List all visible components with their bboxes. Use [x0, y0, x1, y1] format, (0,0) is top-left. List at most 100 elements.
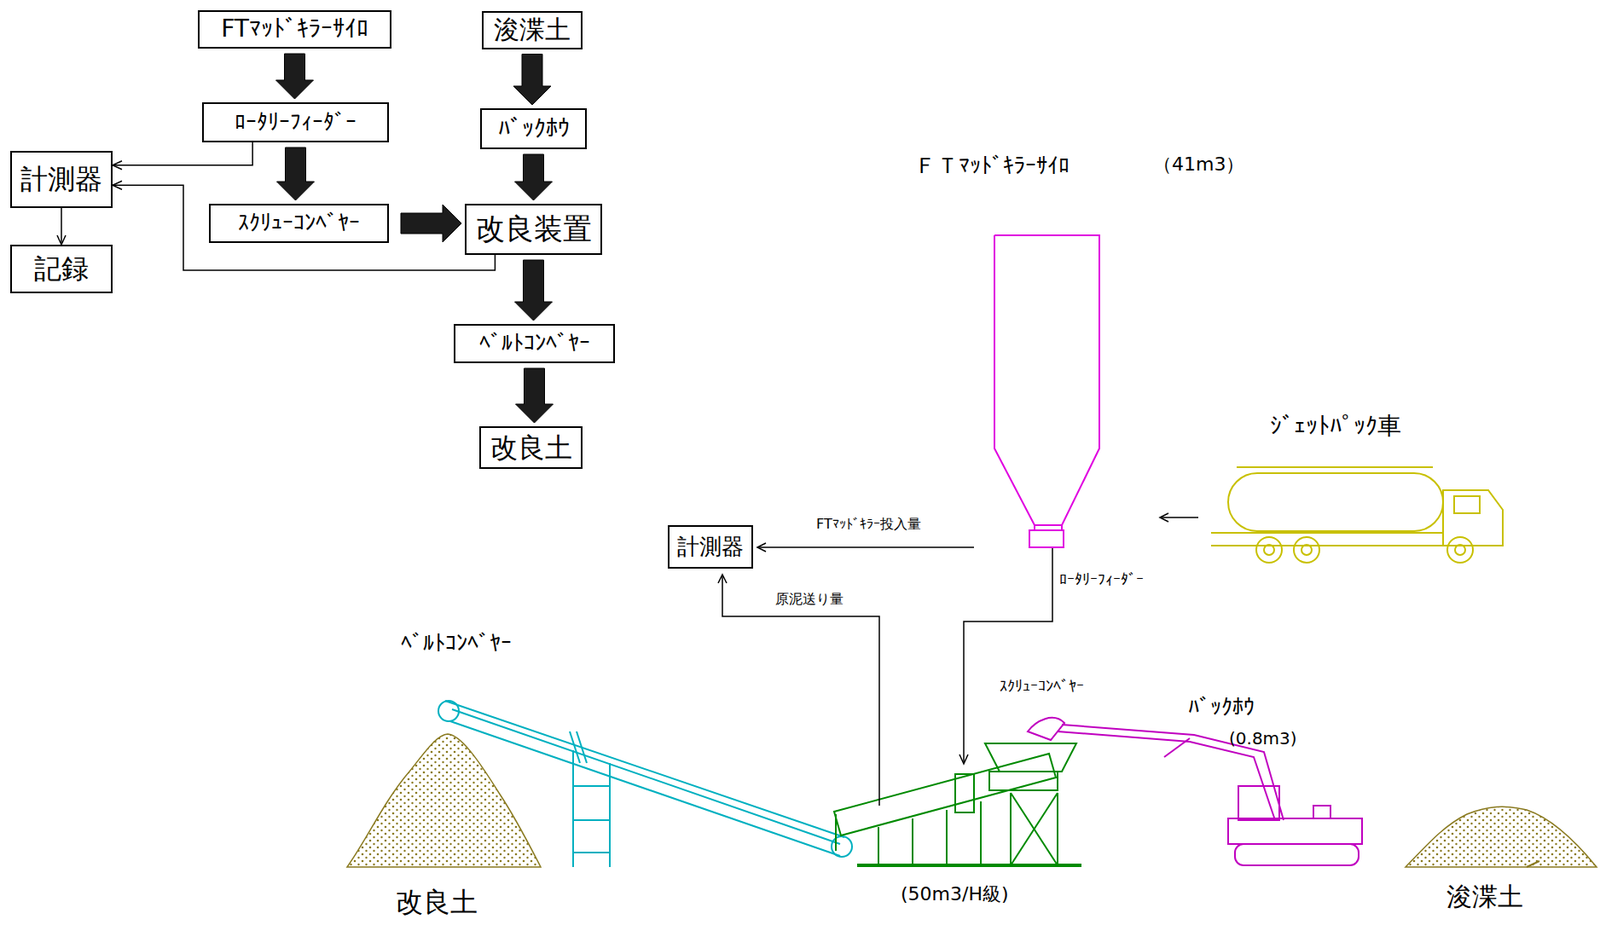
soil-pile: [1405, 806, 1597, 868]
support-bar: [573, 785, 610, 788]
annotation-label: (50m3/H級): [900, 883, 1009, 905]
flow-connector: [57, 208, 66, 245]
flow-connector: [515, 260, 553, 321]
signal-line: [757, 546, 974, 549]
outlet: [834, 814, 837, 852]
truck-cab: [1443, 490, 1503, 546]
flow-connector: [400, 204, 462, 243]
leg: [1056, 793, 1059, 866]
flow-connector: [112, 142, 253, 170]
block-arrow: [515, 368, 554, 424]
mixing-plant: [834, 743, 1082, 866]
box-label: 浚渫土: [493, 15, 571, 46]
process-box: 計測器: [667, 525, 754, 569]
annotation-label: （41m3）: [1153, 153, 1245, 175]
ground-mark: [1526, 861, 1540, 868]
feed-line: [963, 548, 1053, 764]
cab-window: [1454, 496, 1480, 514]
silo-neck: [1033, 525, 1036, 531]
box-label: ﾛｰﾀﾘｰﾌｨｰﾀﾞｰ: [234, 110, 357, 136]
cylinder: [1164, 738, 1190, 758]
support-bar: [573, 852, 610, 854]
brace: [1010, 793, 1058, 866]
support-mark: [576, 731, 587, 764]
box-label: ﾍﾞﾙﾄｺﾝﾍﾞﾔｰ: [479, 330, 591, 357]
box-label: ﾊﾞｯｸﾎｳ: [498, 115, 570, 143]
hub: [1455, 544, 1466, 556]
annotation-label: ｽｸﾘｭｰｺﾝﾍﾞﾔｰ: [999, 678, 1085, 696]
leg: [911, 818, 914, 866]
block-arrow: [277, 147, 315, 201]
arrowhead: [757, 543, 766, 552]
support-post: [608, 763, 611, 868]
rotary-feeder: [1029, 530, 1064, 548]
hopper: [985, 743, 1077, 772]
process-box: ｽｸﾘｭｰｺﾝﾍﾞﾔｰ: [208, 203, 389, 244]
annotation-label: ﾍﾞﾙﾄｺﾝﾍﾞﾔｰ: [400, 631, 512, 657]
tank-truck: [1211, 467, 1503, 563]
support-bar: [573, 819, 610, 822]
wheel: [1293, 537, 1320, 563]
process-box: 浚渫土: [481, 11, 583, 50]
leg: [945, 810, 948, 866]
wheel: [1256, 537, 1282, 563]
hub: [1263, 544, 1275, 556]
annotation-label: FTﾏｯﾄﾞｷﾗｰ投入量: [816, 516, 922, 533]
arrowhead: [112, 180, 122, 190]
chassis: [1211, 544, 1444, 547]
process-box: ﾍﾞﾙﾄｺﾝﾍﾞﾔｰ: [453, 324, 615, 364]
box-label: 記録: [34, 253, 89, 285]
track: [1234, 844, 1359, 866]
flow-connector: [277, 147, 315, 201]
annotation-label: 改良土: [395, 886, 478, 919]
block-arrow: [400, 204, 462, 243]
flow-connector: [112, 180, 495, 271]
belt-edge: [450, 721, 841, 857]
chassis: [1211, 532, 1444, 534]
silo-neck: [1060, 525, 1063, 531]
tank: [1228, 473, 1444, 532]
process-box: ﾊﾞｯｸﾎｳ: [480, 108, 587, 150]
block-arrow: [515, 154, 553, 201]
hub: [1301, 544, 1312, 556]
bucket: [1027, 718, 1065, 741]
screw-inlet: [955, 774, 974, 813]
base-plate: [857, 863, 1082, 868]
process-box: 改良装置: [464, 203, 603, 256]
arrowhead: [718, 574, 727, 584]
arrowhead: [112, 161, 122, 170]
supply-line: [1161, 516, 1199, 519]
signal-line: [722, 575, 880, 806]
block-arrow: [515, 260, 553, 321]
mixer-tube: [834, 753, 1056, 836]
belt-edge: [445, 701, 845, 838]
leg: [877, 827, 880, 866]
process-box: 計測器: [10, 150, 113, 209]
annotation-label: 原泥送り量: [775, 591, 844, 608]
box-label: ｽｸﾘｭｰｺﾝﾍﾞﾔｰ: [237, 210, 360, 237]
annotation-label: 浚渫土: [1446, 882, 1524, 913]
leg: [979, 801, 982, 866]
block-arrow: [513, 54, 551, 106]
block-arrow: [276, 53, 314, 99]
box-label: FTﾏｯﾄﾞｷﾗｰｻｲﾛ: [220, 15, 369, 43]
wheel: [1447, 537, 1473, 563]
silo: [994, 235, 1100, 548]
flow-connector: [513, 54, 551, 106]
box-label: 改良装置: [475, 212, 592, 246]
flow-connector: [515, 154, 553, 201]
belt-conveyor: [438, 701, 853, 868]
flow-connector: [515, 368, 554, 424]
annotation-label: ﾊﾞｯｸﾎｳ: [1188, 695, 1255, 721]
box-label: 改良土: [490, 432, 573, 464]
process-box: ﾛｰﾀﾘｰﾌｨｰﾀﾞｰ: [202, 102, 389, 143]
process-box: 記録: [10, 244, 113, 294]
signal-line: [112, 185, 495, 271]
arrowhead: [959, 754, 969, 765]
leg: [1009, 793, 1012, 866]
arrowhead: [1159, 513, 1169, 522]
flow-connector: [276, 53, 314, 99]
brace: [1010, 793, 1058, 866]
tank-rail: [1236, 466, 1433, 469]
annotation-label: ｼﾞｪｯﾄﾊﾟｯｸ車: [1269, 412, 1402, 441]
